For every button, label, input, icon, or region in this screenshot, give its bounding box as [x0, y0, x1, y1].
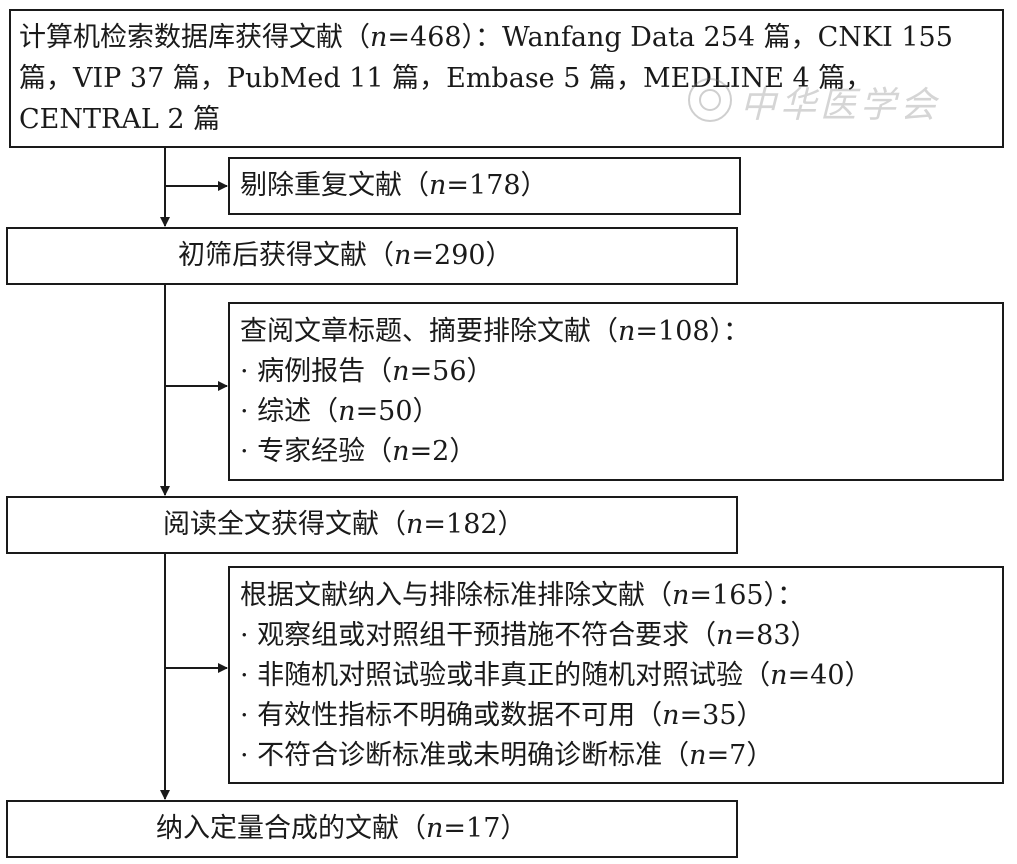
- exclusion-item-reviews: · 综述（n=50）: [240, 396, 440, 427]
- title-abstract-exclusion-heading: 查阅文章标题、摘要排除文献（n=108）：: [240, 316, 751, 347]
- watermark-text: 中华医学会: [740, 85, 941, 126]
- exclusion-item-expert-experience: · 专家经验（n=2）: [240, 436, 477, 467]
- criteria-exclusion-box: 根据文献纳入与排除标准排除文献（n=165）： · 观察组或对照组干预措施不符合…: [228, 566, 1004, 784]
- duplicates-removed-box: 剔除重复文献（n=178）: [228, 157, 741, 215]
- initial-screen-box: 初筛后获得文献（n=290）: [6, 227, 738, 285]
- exclusion-item-outcome-data: · 有效性指标不明确或数据不可用（n=35）: [240, 700, 764, 731]
- watermark-seal-icon: [688, 78, 732, 122]
- search-results-text: 计算机检索数据库获得文献（n=468）：Wanfang Data 254 篇，C…: [19, 22, 953, 135]
- watermark: 中华医学会: [688, 74, 958, 126]
- exclusion-item-intervention: · 观察组或对照组干预措施不符合要求（n=83）: [240, 620, 818, 651]
- full-text-box: 阅读全文获得文献（n=182）: [6, 496, 738, 554]
- duplicates-removed-text: 剔除重复文献（n=178）: [240, 170, 548, 201]
- exclusion-item-case-reports: · 病例报告（n=56）: [240, 356, 494, 387]
- search-results-box: 计算机检索数据库获得文献（n=468）：Wanfang Data 254 篇，C…: [9, 9, 1004, 148]
- exclusion-item-non-rct: · 非随机对照试验或非真正的随机对照试验（n=40）: [240, 660, 872, 691]
- initial-screen-text: 初筛后获得文献（n=290）: [178, 240, 513, 271]
- full-text-text: 阅读全文获得文献（n=182）: [163, 509, 525, 540]
- included-text: 纳入定量合成的文献（n=17）: [156, 813, 528, 844]
- title-abstract-exclusion-box: 查阅文章标题、摘要排除文献（n=108）： · 病例报告（n=56） · 综述（…: [228, 302, 1004, 481]
- exclusion-item-diagnosis: · 不符合诊断标准或未明确诊断标准（n=7）: [240, 740, 774, 771]
- criteria-exclusion-heading: 根据文献纳入与排除标准排除文献（n=165）：: [240, 580, 805, 611]
- included-box: 纳入定量合成的文献（n=17）: [6, 800, 738, 858]
